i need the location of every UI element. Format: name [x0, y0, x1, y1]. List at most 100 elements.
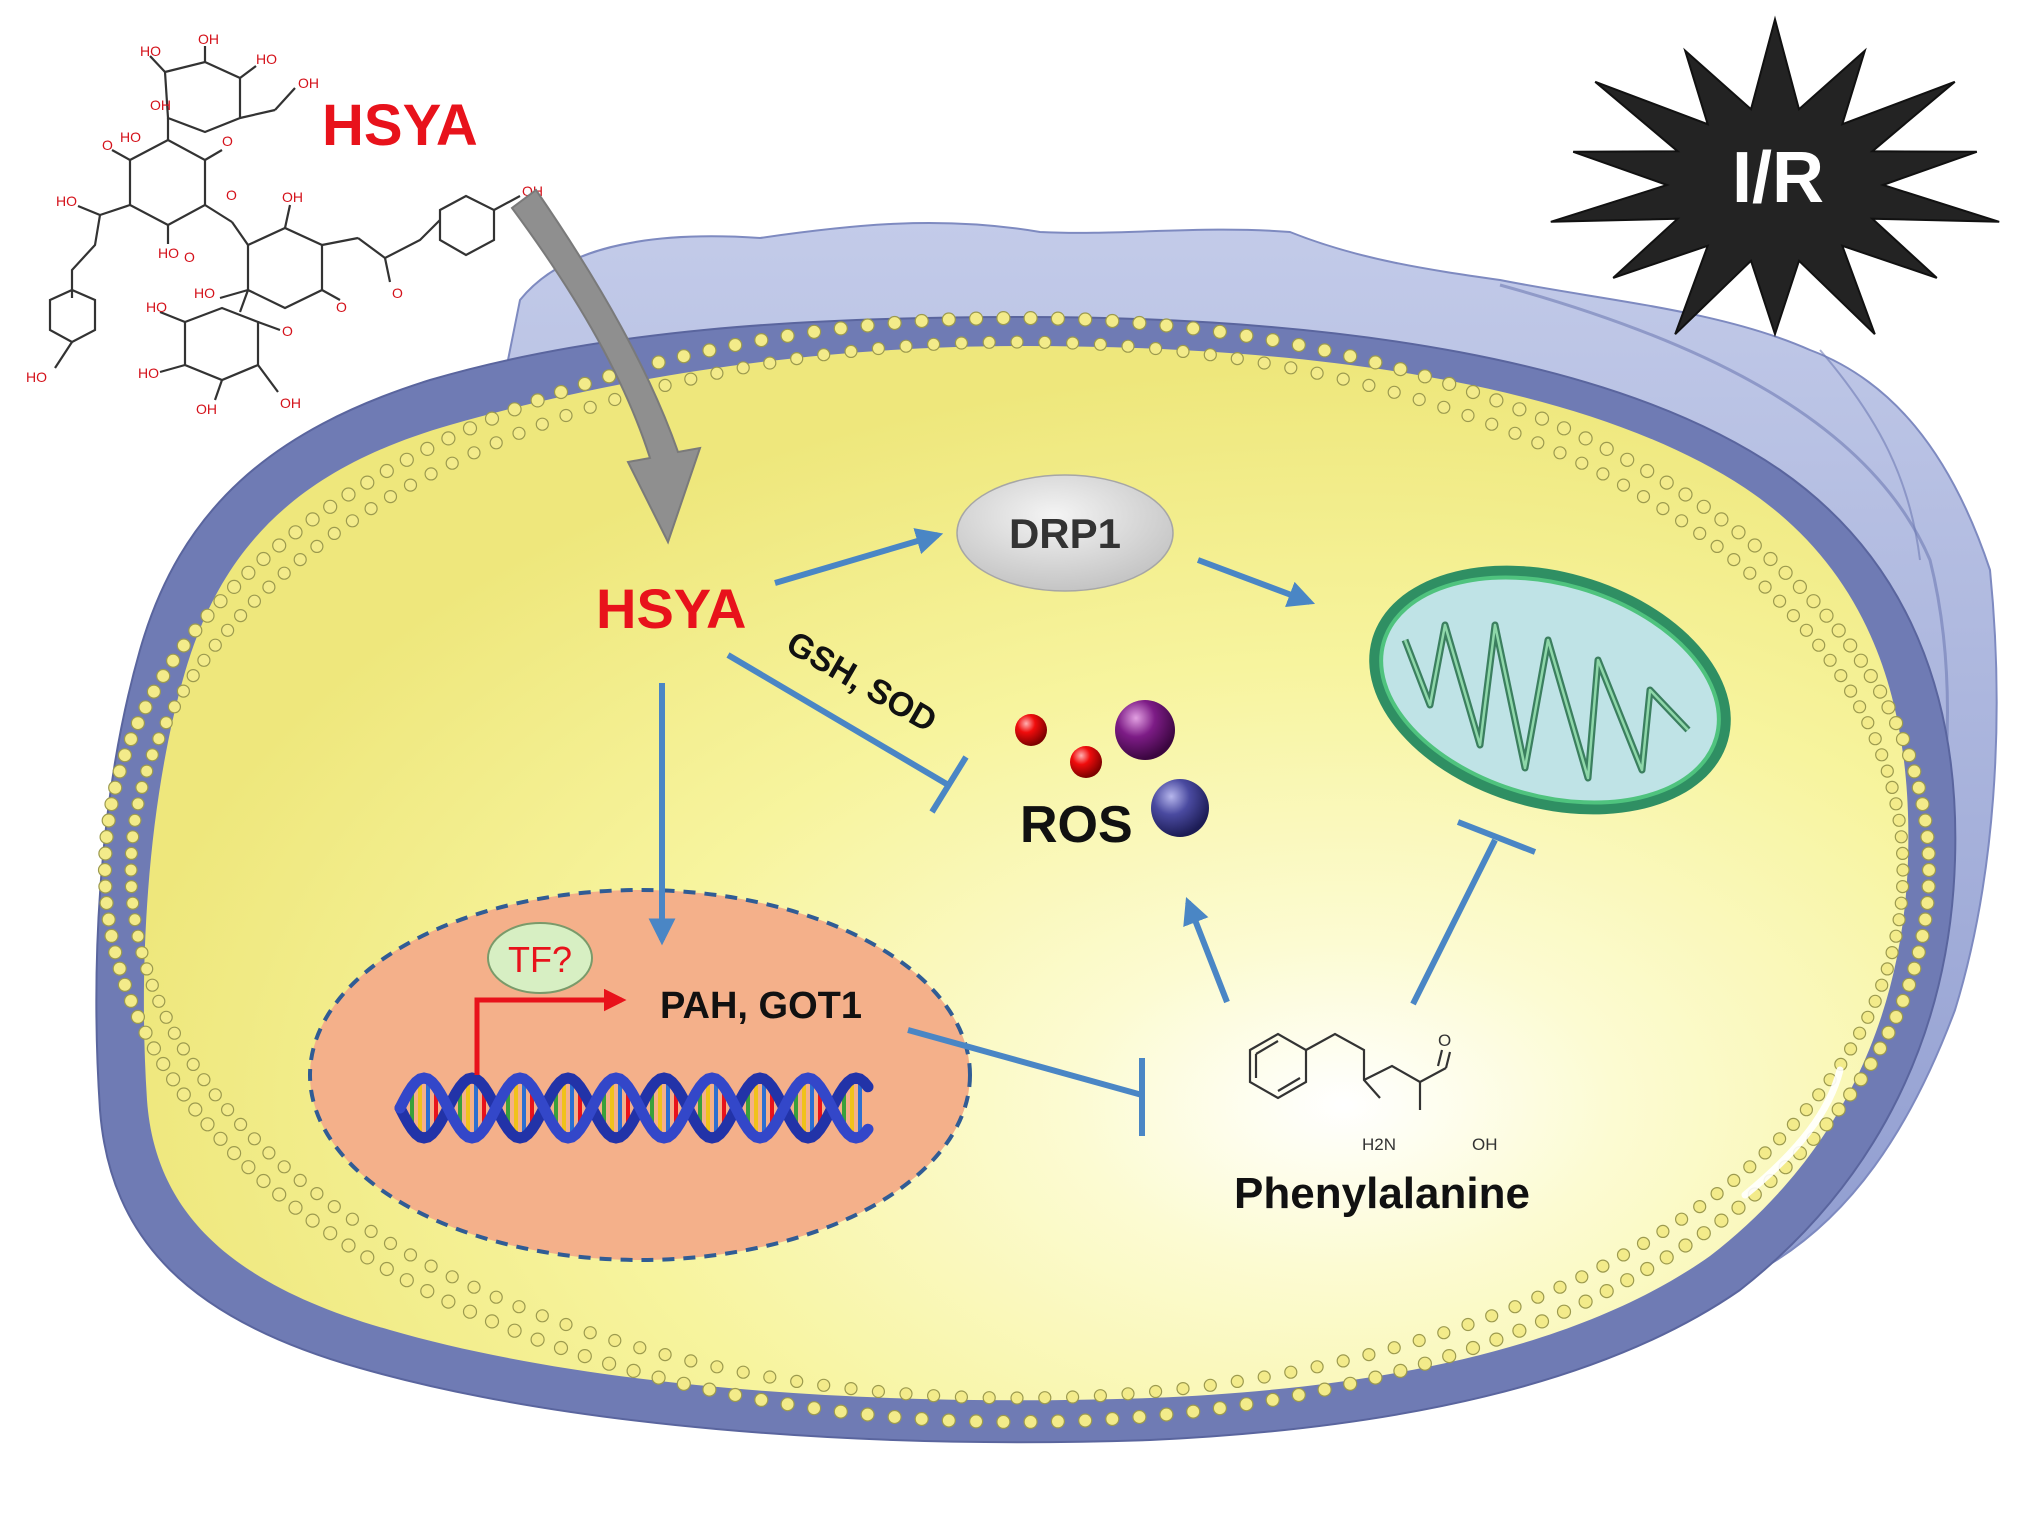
- membrane-bead: [763, 1370, 777, 1384]
- membrane-bead: [1852, 700, 1867, 714]
- atom-label: O: [184, 249, 195, 265]
- membrane-bead: [941, 1413, 956, 1428]
- membrane-bead: [1239, 1397, 1254, 1412]
- membrane-bead: [1362, 1347, 1376, 1362]
- membrane-bead: [341, 487, 356, 502]
- membrane-bead: [1901, 748, 1917, 763]
- membrane-bead: [676, 349, 691, 364]
- membrane-bead: [982, 335, 996, 349]
- atom-label: H2N: [1362, 1135, 1396, 1154]
- membrane-bead: [1921, 879, 1936, 894]
- membrane-bead: [608, 1333, 622, 1348]
- membrane-bead: [1105, 1411, 1120, 1427]
- membrane-bead: [968, 311, 984, 326]
- membrane-bead: [1508, 426, 1522, 440]
- membrane-bead: [1121, 1387, 1135, 1401]
- membrane-bead: [1159, 1407, 1174, 1422]
- membrane-bead: [1284, 1365, 1298, 1379]
- membrane-bead: [186, 1057, 200, 1072]
- membrane-bead: [208, 638, 222, 652]
- membrane-bead: [197, 1073, 211, 1087]
- membrane-bead: [860, 1407, 875, 1422]
- membrane-bead: [1731, 525, 1746, 540]
- membrane-bead: [1834, 668, 1848, 683]
- membrane-bead: [1880, 962, 1894, 976]
- ros-label: ROS: [1020, 796, 1133, 854]
- membrane-bead: [754, 333, 769, 348]
- membrane-bead: [535, 1309, 549, 1323]
- atom-label: OH: [280, 395, 301, 411]
- membrane-bead: [1636, 490, 1651, 504]
- membrane-bead: [256, 1173, 271, 1189]
- membrane-bead: [101, 813, 116, 828]
- membrane-bead: [1881, 1025, 1896, 1040]
- membrane-bead: [1861, 1010, 1875, 1024]
- membrane-bead: [166, 1072, 181, 1087]
- membrane-bead: [379, 1261, 394, 1277]
- arrow-phenylalanine-to-ros: [1183, 896, 1230, 1004]
- membrane-bead: [323, 1226, 338, 1241]
- membrane-bead: [1806, 594, 1821, 609]
- membrane-bead: [553, 1340, 569, 1356]
- membrane-bead: [1747, 538, 1762, 553]
- genes-label: PAH, GOT1: [660, 985, 862, 1027]
- membrane-bead: [1616, 478, 1631, 492]
- membrane-bead: [123, 993, 139, 1009]
- membrane-bead: [926, 1389, 941, 1403]
- membrane-bead: [152, 994, 166, 1008]
- membrane-bead: [1230, 352, 1244, 366]
- membrane-bead: [1875, 978, 1889, 992]
- membrane-bead: [1915, 796, 1930, 812]
- membrane-bead: [1786, 608, 1801, 623]
- membrane-bead: [1556, 421, 1572, 436]
- membrane-bead: [1417, 1356, 1433, 1371]
- membrane-bead: [1812, 638, 1826, 652]
- membrane-bead: [1078, 312, 1093, 327]
- membrane-bead: [1362, 378, 1376, 392]
- membrane-bead: [1465, 1340, 1481, 1356]
- membrane-bead: [601, 1356, 617, 1371]
- membrane-bead: [1212, 1401, 1228, 1416]
- membrane-bead: [130, 1009, 145, 1025]
- atom-label: HO: [158, 245, 179, 261]
- membrane-bead: [305, 512, 320, 527]
- membrane-bead: [305, 1213, 320, 1228]
- membrane-bead: [806, 1401, 822, 1416]
- membrane-bead: [1863, 668, 1878, 684]
- membrane-bead: [484, 1314, 500, 1329]
- membrane-bead: [1230, 1374, 1244, 1389]
- membrane-bead: [1799, 1103, 1814, 1117]
- membrane-bead: [1291, 337, 1306, 353]
- membrane-bead: [1895, 846, 1910, 861]
- membrane-bead: [1678, 487, 1693, 502]
- atom-label: OH: [198, 31, 219, 47]
- inhibition-hsya-ros: [726, 652, 969, 814]
- phenylalanine-label: Phenylalanine: [1234, 1169, 1530, 1218]
- membrane-bead: [577, 1348, 592, 1364]
- membrane-bead: [288, 525, 303, 540]
- membrane-bead: [99, 829, 114, 845]
- hsya-structure-icon: [48, 46, 521, 401]
- membrane-bead: [1772, 1132, 1787, 1146]
- membrane-bead: [138, 1025, 153, 1040]
- membrane-bead: [124, 846, 138, 861]
- membrane-bead: [1831, 623, 1846, 638]
- membrane-bead: [186, 668, 200, 683]
- drp1-label: DRP1: [1009, 510, 1121, 557]
- membrane-bead: [1489, 1332, 1504, 1347]
- membrane-bead: [1599, 441, 1614, 456]
- membrane-bead: [1578, 1294, 1593, 1309]
- membrane-bead: [383, 490, 398, 504]
- membrane-bead: [1696, 499, 1711, 514]
- membrane-bead: [1575, 456, 1589, 470]
- membrane-bead: [530, 1332, 545, 1347]
- membrane-bead: [1257, 1370, 1271, 1384]
- membrane-bead: [1872, 1041, 1888, 1056]
- membrane-bead: [1674, 1212, 1689, 1226]
- membrane-bead: [117, 977, 133, 992]
- membrane-bead: [128, 813, 142, 827]
- membrane-bead: [1727, 552, 1741, 567]
- membrane-bead: [241, 1160, 256, 1175]
- membrane-bead: [1485, 1309, 1499, 1323]
- atom-label: HO: [194, 285, 215, 301]
